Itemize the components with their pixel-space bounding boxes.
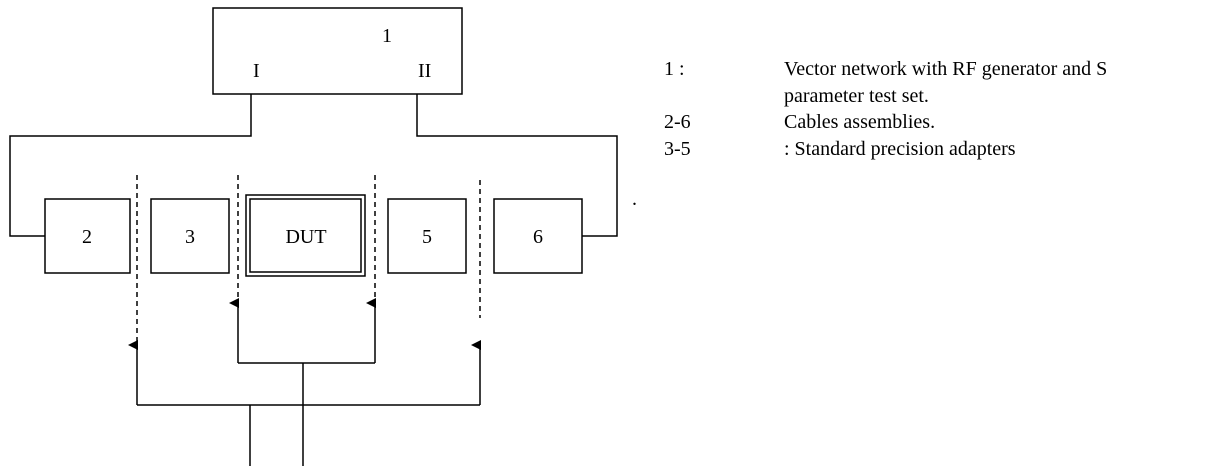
stray-period-mark: . <box>632 188 637 210</box>
legend-text-2: Cables assemblies. <box>784 111 935 133</box>
analyzer-port-i-label: I <box>253 60 260 82</box>
legend-key-2: 2-6 <box>664 111 691 133</box>
legend-key-3: 3-5 <box>664 138 691 160</box>
block-3-label: 3 <box>185 226 195 248</box>
adapter-5-box <box>387 198 467 274</box>
block-5-label: 5 <box>422 226 432 248</box>
dut-box-outer <box>245 194 366 277</box>
legend-text-3: : Standard precision adapters <box>784 138 1016 160</box>
cable-assembly-2-box <box>44 198 131 274</box>
legend-text-1: Vector network with RF generator and S <box>784 58 1107 80</box>
cable-port-ii-to-block-6 <box>416 94 618 237</box>
dut-box-inner <box>249 198 362 273</box>
dut-label: DUT <box>285 226 326 248</box>
cable-assembly-6-box <box>493 198 583 274</box>
adapter-3-box <box>150 198 230 274</box>
analyzer-port-ii-label: II <box>418 60 431 82</box>
analyzer-number-label: 1 <box>382 25 392 47</box>
legend-key-1: 1 : <box>664 58 685 80</box>
cable-port-i-to-block-2 <box>9 94 252 237</box>
block-2-label: 2 <box>82 226 92 248</box>
legend-text-1-continued: parameter test set. <box>784 85 929 107</box>
network-analyzer-box <box>212 7 463 95</box>
block-6-label: 6 <box>533 226 543 248</box>
